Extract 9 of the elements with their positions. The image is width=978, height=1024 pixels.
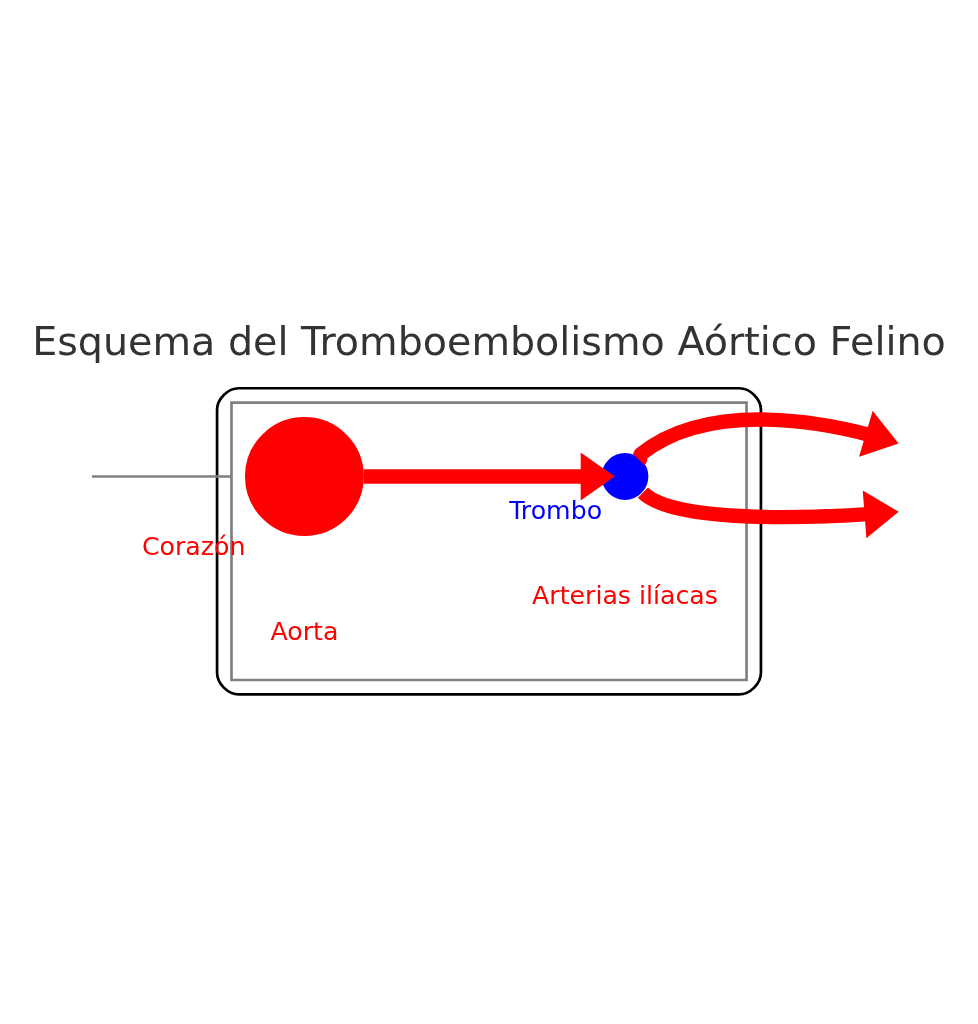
node-circle [601,452,649,500]
label: Aorta [270,616,339,646]
node-label: Trombo [509,495,603,525]
diagram-title: Esquema del Tromboembolismo Aórtico Felino [32,317,946,364]
node-circle [245,416,364,536]
connector [91,474,232,478]
label: Arterias ilíacas [532,580,718,610]
arrow [638,486,899,538]
arrow [363,452,615,500]
